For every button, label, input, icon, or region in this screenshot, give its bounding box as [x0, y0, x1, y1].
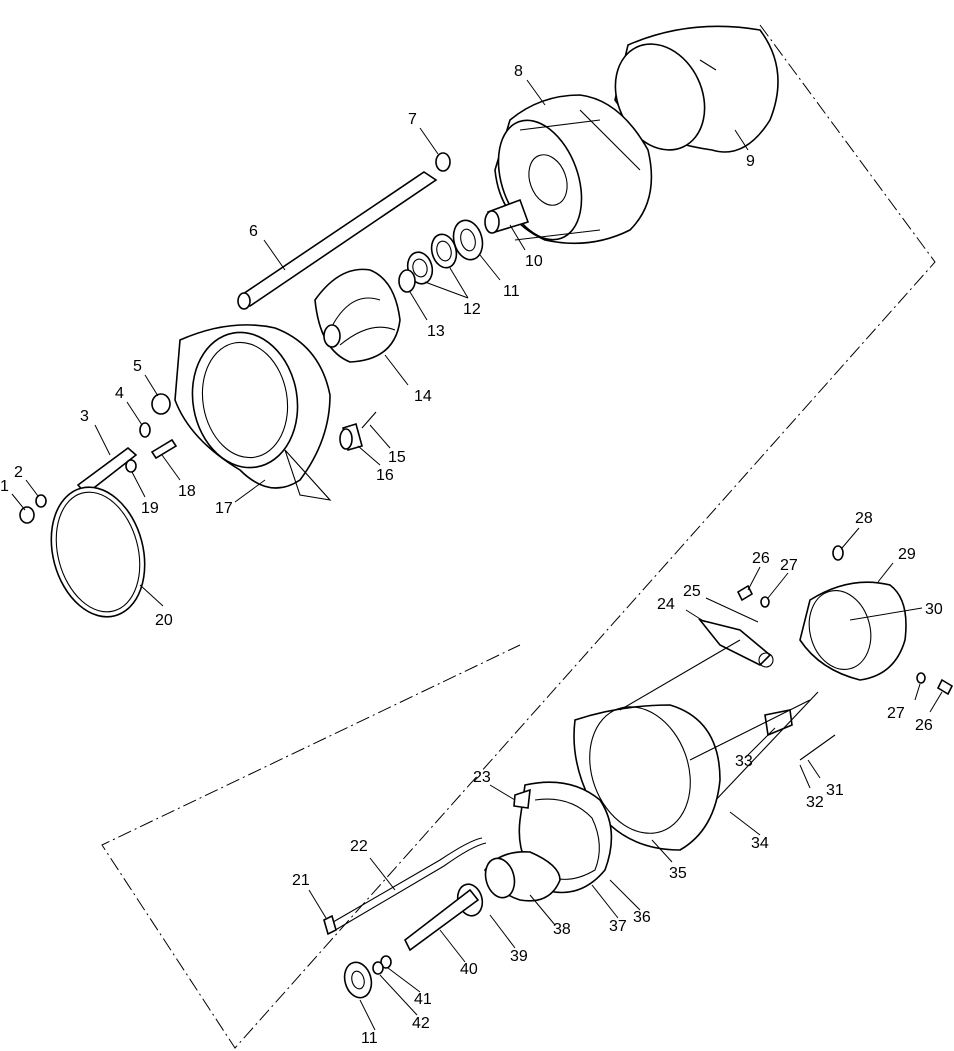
callout-11-lower: 11 — [361, 1030, 378, 1047]
callout-41: 41 — [414, 991, 432, 1008]
callout-28: 28 — [855, 510, 873, 527]
part-40-shaft — [403, 888, 480, 952]
callout-40: 40 — [460, 961, 478, 978]
part-6-drive-shaft — [237, 171, 438, 310]
callout-31: 31 — [826, 782, 844, 799]
callout-38: 38 — [553, 921, 571, 938]
part-13-spacer — [398, 269, 416, 293]
part-27-washer-lower — [916, 672, 926, 684]
callout-35: 35 — [669, 865, 687, 882]
callout-26-lower: 26 — [915, 717, 933, 734]
callout-22: 22 — [350, 838, 368, 855]
part-24-bracket — [697, 618, 774, 668]
callout-24: 24 — [657, 596, 675, 613]
part-11-bearing-lower — [343, 961, 373, 999]
callout-37: 37 — [609, 918, 627, 935]
callout-11-upper: 11 — [503, 283, 520, 300]
callout-5: 5 — [133, 358, 142, 375]
callout-4: 4 — [115, 385, 124, 402]
callout-25: 25 — [683, 583, 701, 600]
callout-1: 1 — [0, 478, 9, 495]
callout-9: 9 — [746, 153, 755, 170]
callout-21: 21 — [292, 872, 310, 889]
part-23-bracket — [513, 788, 531, 809]
callout-33: 33 — [735, 753, 753, 770]
part-17-pump-housing — [174, 324, 332, 501]
callout-42: 42 — [412, 1015, 430, 1032]
callout-13: 13 — [427, 323, 445, 340]
callout-14: 14 — [414, 388, 432, 405]
part-31-long-bolt — [799, 734, 836, 761]
part-2-washer — [35, 494, 47, 508]
callout-27-upper: 27 — [780, 557, 798, 574]
part-26-bolt-lower — [936, 678, 954, 696]
part-1-nut — [19, 506, 35, 524]
callout-2: 2 — [14, 464, 23, 481]
callout-36: 36 — [633, 909, 651, 926]
part-19-nut — [125, 459, 137, 473]
callout-23: 23 — [473, 769, 491, 786]
part-18-stud — [150, 438, 178, 460]
leader-lines — [11, 79, 943, 1031]
part-26-bolt-upper — [736, 584, 754, 602]
callout-labels: 1 2 3 4 5 6 7 8 9 10 11 12 13 14 15 16 1… — [0, 63, 943, 1047]
callout-17: 17 — [215, 500, 233, 517]
callout-15: 15 — [388, 449, 406, 466]
callout-8: 8 — [514, 63, 523, 80]
callout-18: 18 — [178, 483, 196, 500]
part-16-bushing — [339, 422, 363, 452]
part-21-end-fitting — [323, 914, 337, 936]
part-5-seal-ring — [151, 393, 171, 415]
callout-16: 16 — [376, 467, 394, 484]
part-4-washer — [139, 422, 151, 438]
callout-30: 30 — [925, 601, 943, 618]
part-42-ring — [372, 961, 384, 975]
part-28-fitting — [832, 545, 844, 561]
callout-20: 20 — [155, 612, 173, 629]
callout-7: 7 — [408, 111, 417, 128]
part-41-ring — [380, 955, 392, 969]
part-27-washer-upper — [760, 596, 770, 608]
callout-39: 39 — [510, 948, 528, 965]
callout-34: 34 — [751, 835, 769, 852]
callout-27-lower: 27 — [887, 705, 905, 722]
callout-6: 6 — [249, 223, 258, 240]
callout-32: 32 — [806, 794, 824, 811]
part-22-cable — [327, 837, 483, 926]
part-20-large-o-ring — [50, 486, 146, 618]
part-7-o-ring — [435, 152, 451, 172]
callout-10: 10 — [525, 253, 543, 270]
callout-29: 29 — [898, 546, 916, 563]
part-29-steering-nozzle — [799, 581, 907, 681]
part-35-housing — [573, 639, 811, 851]
part-14-impeller — [314, 268, 401, 363]
assembly-boundary-line — [101, 24, 936, 1049]
part-38-bearing-housing — [484, 851, 561, 902]
part-11-bearing-upper — [452, 219, 484, 261]
callout-26-upper: 26 — [752, 550, 770, 567]
part-10-sleeve — [484, 198, 530, 234]
part-33-lever — [764, 709, 793, 737]
callout-3: 3 — [80, 408, 89, 425]
part-15-screw — [361, 411, 377, 429]
callout-12: 12 — [463, 301, 481, 318]
callout-19: 19 — [141, 500, 159, 517]
